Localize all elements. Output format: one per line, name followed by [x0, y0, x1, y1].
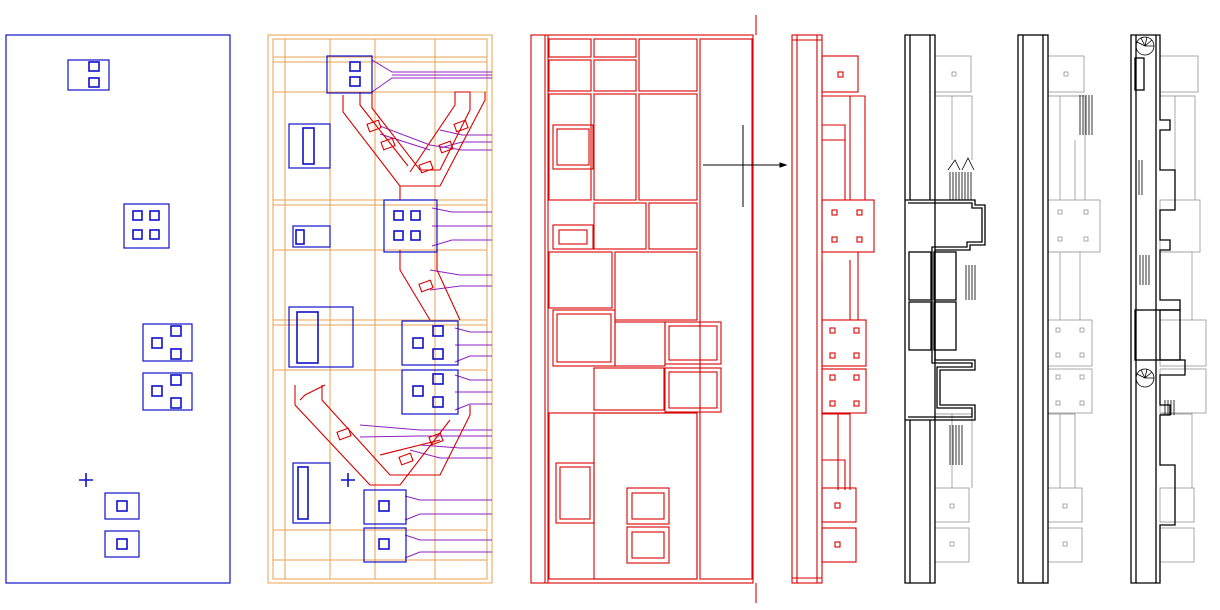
section-a-cut-lines	[904, 34, 986, 584]
braced-frames	[294, 91, 486, 486]
section-a-hidden-lines	[934, 55, 973, 563]
section-cut-marker	[703, 125, 788, 207]
framing-grid	[267, 34, 493, 584]
floor-grid-panel	[530, 15, 788, 603]
foundation-plan-panel	[5, 34, 231, 584]
section-a-panel	[904, 34, 986, 584]
joist-connectors	[359, 59, 492, 559]
stair-icon	[947, 157, 976, 465]
section-b-panel	[1017, 34, 1101, 584]
framing-plan-panel	[267, 34, 493, 584]
spiral-stair-icon	[1135, 36, 1175, 415]
datum-cross-icon	[79, 473, 93, 487]
room-cells	[548, 38, 753, 580]
section-c-panel	[1130, 34, 1207, 584]
section-c-cut-lines	[1130, 34, 1186, 584]
column-footings	[288, 55, 459, 563]
foundation-outline	[5, 34, 231, 584]
stair-icon	[1079, 95, 1093, 135]
footing-group	[67, 59, 193, 558]
section-b-cut-lines	[1017, 34, 1049, 584]
elevation-panel	[791, 34, 875, 584]
section-c-hidden-lines	[1159, 55, 1207, 563]
